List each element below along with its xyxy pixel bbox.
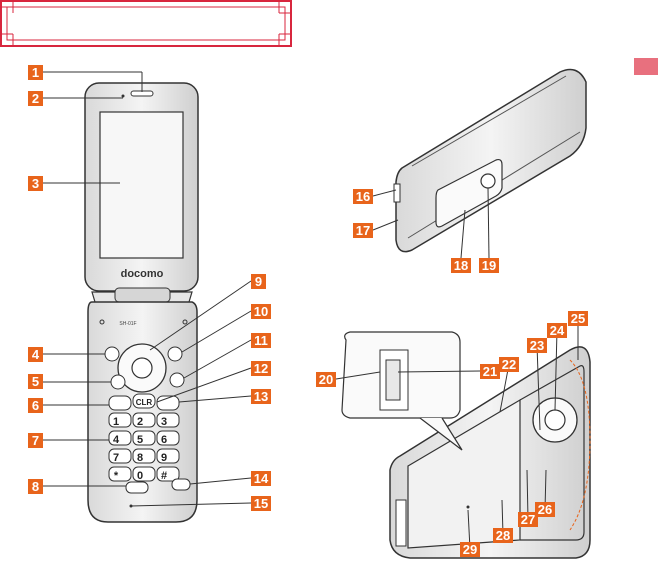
key-9-label: 9 xyxy=(161,452,167,464)
key-4-label: 4 xyxy=(113,434,120,446)
docomo-logo-top: docomo xyxy=(121,268,164,280)
callout-27: 27 xyxy=(521,512,535,527)
callout-25: 25 xyxy=(571,311,585,326)
callout-1: 1 xyxy=(32,65,39,80)
callout-3: 3 xyxy=(32,176,39,191)
callout-17: 17 xyxy=(356,223,370,238)
key-hash-label: # xyxy=(161,470,167,482)
camera-lens xyxy=(481,174,495,188)
callout-14: 14 xyxy=(254,471,269,486)
callout-8: 8 xyxy=(32,479,39,494)
callout-28: 28 xyxy=(496,528,510,543)
callout-26: 26 xyxy=(538,502,552,517)
callout-29: 29 xyxy=(463,542,477,557)
callout-4: 4 xyxy=(32,347,40,362)
key-2-label: 2 xyxy=(137,416,143,428)
key-star-label: * xyxy=(114,470,119,482)
callout-5: 5 xyxy=(32,374,39,389)
section-tab[interactable] xyxy=(634,58,658,75)
call-key[interactable] xyxy=(109,396,131,410)
callout-23: 23 xyxy=(530,338,544,353)
callout-2: 2 xyxy=(32,91,39,106)
key-8-label: 8 xyxy=(137,452,143,464)
callout-16: 16 xyxy=(356,189,370,204)
camera-key[interactable] xyxy=(168,347,182,361)
key-star[interactable] xyxy=(109,467,131,481)
callout-18: 18 xyxy=(454,258,468,273)
callout-9: 9 xyxy=(255,274,262,289)
closed-phone-illustration xyxy=(394,70,586,252)
callout-21: 21 xyxy=(483,364,497,379)
callout-6: 6 xyxy=(32,398,39,413)
clr-key-label: CLR xyxy=(136,398,153,407)
callout-10: 10 xyxy=(254,304,268,319)
manner-key[interactable] xyxy=(126,482,148,493)
key-0-label: 0 xyxy=(137,470,143,482)
header-frame xyxy=(1,1,291,46)
callout-7: 7 xyxy=(32,433,39,448)
callout-19: 19 xyxy=(482,258,496,273)
callout-20: 20 xyxy=(319,372,333,387)
model-label: SH-01F xyxy=(119,321,136,327)
key-3-label: 3 xyxy=(161,416,167,428)
voice-key[interactable] xyxy=(172,479,190,490)
key-7-label: 7 xyxy=(113,452,119,464)
key-6-label: 6 xyxy=(161,434,167,446)
open-phone-illustration: docomo SH-01F CLR 1 2 3 4 xyxy=(85,83,198,522)
callout-15: 15 xyxy=(254,496,268,511)
mail-key[interactable] xyxy=(111,375,125,389)
center-key[interactable] xyxy=(132,358,152,378)
menu-key[interactable] xyxy=(105,347,119,361)
callout-13: 13 xyxy=(254,389,268,404)
callout-22: 22 xyxy=(502,357,516,372)
back-view-illustration xyxy=(342,332,590,558)
back-camera-lens xyxy=(545,410,565,430)
callout-24: 24 xyxy=(550,323,565,338)
key-5-label: 5 xyxy=(137,434,143,446)
i-mode-key[interactable] xyxy=(170,373,184,387)
key-1-label: 1 xyxy=(113,416,119,428)
callout-11: 11 xyxy=(254,333,268,348)
callout-12: 12 xyxy=(254,361,268,376)
